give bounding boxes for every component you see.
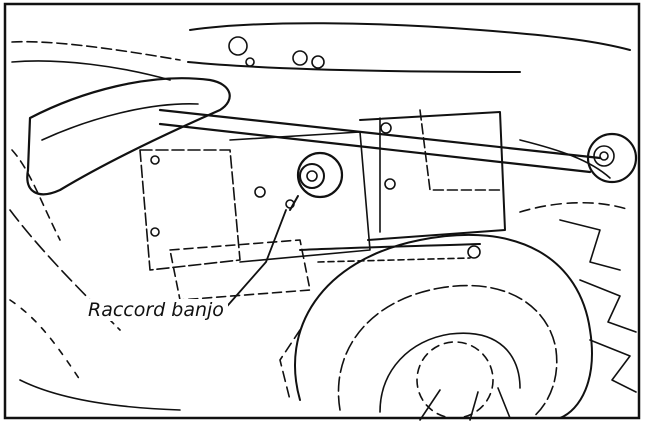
rear-wheel bbox=[279, 233, 593, 421]
body-panel-left bbox=[9, 40, 181, 411]
tie-rod bbox=[158, 108, 611, 179]
callout-label-banjo: Raccord banjo bbox=[84, 299, 228, 321]
handle-grip bbox=[26, 77, 231, 196]
figure-border bbox=[3, 2, 641, 420]
tyre-tread bbox=[519, 201, 637, 393]
callout-leader bbox=[221, 209, 287, 313]
banjo-fitting bbox=[285, 151, 344, 211]
lower-bracket bbox=[299, 243, 481, 263]
linkage-bar-top bbox=[187, 22, 631, 73]
axle-housing bbox=[139, 109, 506, 301]
rod-end-eye bbox=[586, 132, 638, 184]
